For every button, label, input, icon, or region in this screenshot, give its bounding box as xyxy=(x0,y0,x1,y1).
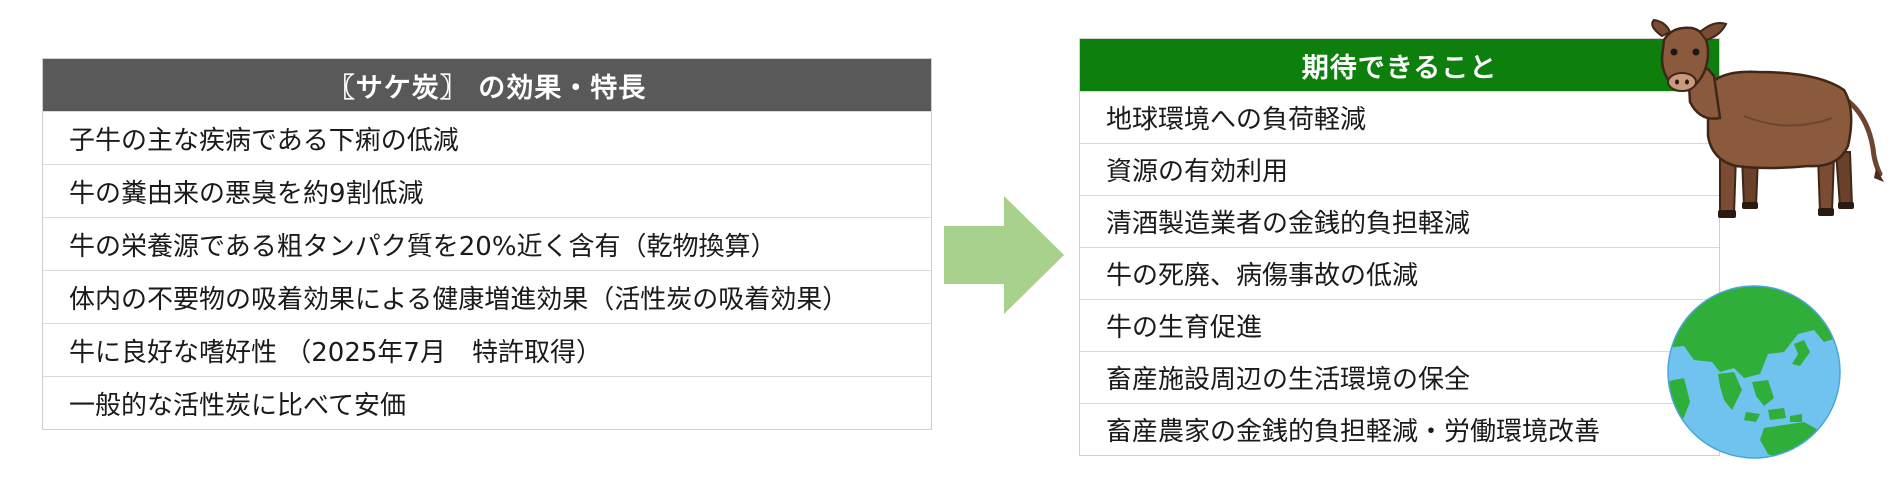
right-arrow-icon xyxy=(944,196,1064,314)
expectations-table-header: 期待できること xyxy=(1080,39,1719,91)
expectations-row: 牛の死廃、病傷事故の低減 xyxy=(1080,247,1719,299)
effects-table-header: 〖サケ炭〗 の効果・特長 xyxy=(43,59,931,111)
effects-table: 〖サケ炭〗 の効果・特長 子牛の主な疾病である下痢の低減 牛の糞由来の悪臭を約9… xyxy=(42,58,932,430)
effects-row: 体内の不要物の吸着効果による健康増進効果（活性炭の吸着効果） xyxy=(43,270,931,323)
cow-icon xyxy=(1651,18,1884,218)
globe-icon xyxy=(1667,285,1841,459)
expectations-row: 牛の生育促進 xyxy=(1080,299,1719,351)
arrow-shape xyxy=(944,196,1064,314)
expectations-row: 畜産農家の金銭的負担軽減・労働環境改善 xyxy=(1080,403,1719,455)
effects-row: 牛の栄養源である粗タンパク質を20%近く含有（乾物換算） xyxy=(43,217,931,270)
effects-row: 子牛の主な疾病である下痢の低減 xyxy=(43,111,931,164)
expectations-table: 期待できること 地球環境への負荷軽減 資源の有効利用 清酒製造業者の金銭的負担軽… xyxy=(1079,38,1720,456)
expectations-row: 清酒製造業者の金銭的負担軽減 xyxy=(1080,195,1719,247)
expectations-row: 地球環境への負荷軽減 xyxy=(1080,91,1719,143)
expectations-row: 資源の有効利用 xyxy=(1080,143,1719,195)
effects-row: 牛の糞由来の悪臭を約9割低減 xyxy=(43,164,931,217)
expectations-row: 畜産施設周辺の生活環境の保全 xyxy=(1080,351,1719,403)
effects-row: 牛に良好な嗜好性 （2025年7月 特許取得） xyxy=(43,323,931,376)
effects-row: 一般的な活性炭に比べて安価 xyxy=(43,376,931,429)
